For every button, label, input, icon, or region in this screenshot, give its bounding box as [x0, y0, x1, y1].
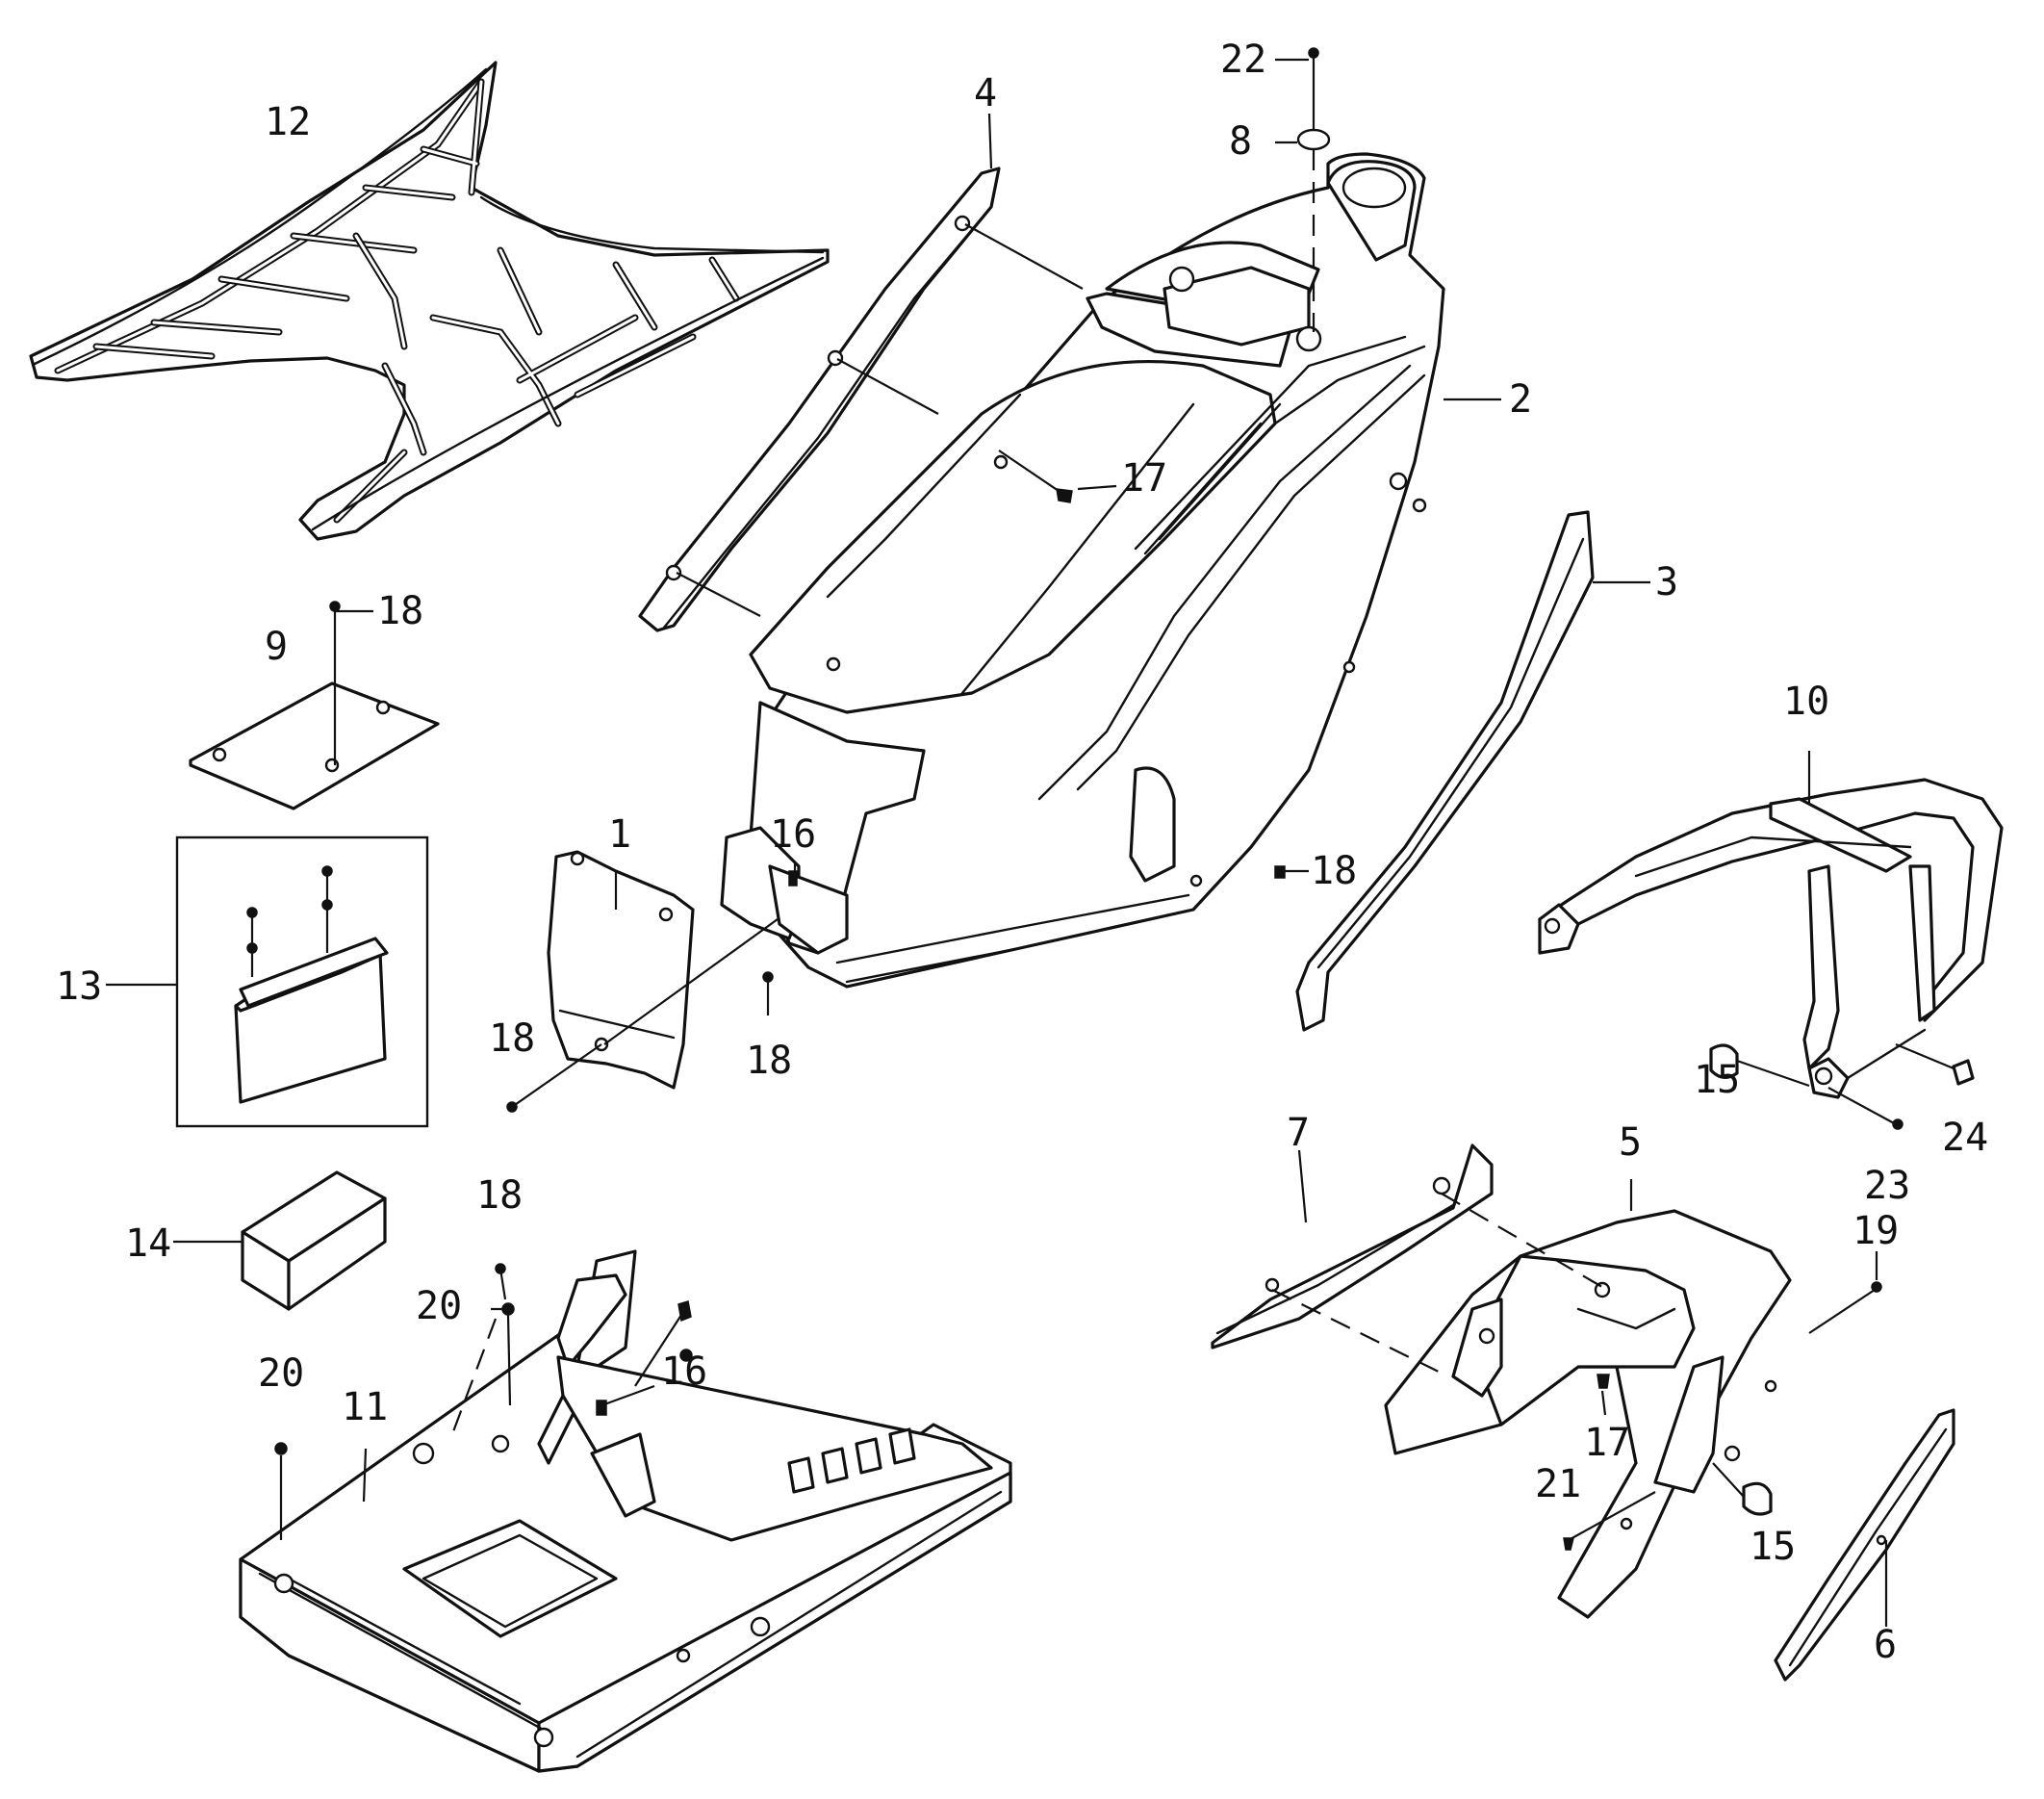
- callout-8: 8: [1229, 119, 1252, 164]
- part-13-battery-box: [175, 835, 429, 1128]
- part-7-left-rear-strip: [1211, 1144, 1494, 1349]
- callout-23: 23: [1864, 1164, 1910, 1208]
- callout-17-body: 17: [1121, 456, 1167, 501]
- callout-9: 9: [265, 625, 288, 669]
- callout-6: 6: [1874, 1623, 1897, 1667]
- part-1-front-panel: [547, 850, 695, 1090]
- callout-5: 5: [1619, 1120, 1642, 1165]
- part-10-rear-carrier: [1538, 778, 2004, 1099]
- callout-24: 24: [1942, 1116, 1988, 1160]
- callout-20-lower: 20: [258, 1351, 304, 1396]
- leader-lines: [106, 58, 1888, 1627]
- callout-11: 11: [342, 1385, 388, 1429]
- callout-numbers: 1 2 3 4 5 6 7 8 9 10 11 12 13 14 15 15 1…: [56, 38, 1988, 1667]
- callout-13: 13: [56, 964, 102, 1009]
- callout-20-upper: 20: [416, 1284, 462, 1328]
- callout-16-body: 16: [770, 812, 816, 857]
- callout-17-fender: 17: [1584, 1421, 1630, 1465]
- part-9-cover-plate: [189, 681, 440, 810]
- callout-19: 19: [1852, 1209, 1899, 1253]
- callout-10: 10: [1783, 680, 1829, 724]
- callout-18-floor: 18: [476, 1173, 523, 1218]
- callout-18-panel-left: 18: [489, 1016, 535, 1061]
- callout-7: 7: [1287, 1111, 1310, 1155]
- callout-1: 1: [608, 812, 631, 857]
- callout-15-rack: 15: [1694, 1058, 1740, 1102]
- callout-2: 2: [1509, 377, 1532, 422]
- part-6-right-rear-strip: [1774, 1408, 1955, 1682]
- part-3-right-trim-strip: [1295, 510, 1595, 1032]
- part-11-floor-panel: [239, 1249, 1012, 1773]
- callout-18-plate: 18: [377, 589, 423, 633]
- fasteners: [274, 47, 1975, 1551]
- callout-3: 3: [1655, 560, 1678, 604]
- callout-21: 21: [1535, 1462, 1581, 1506]
- part-5-rear-fender: [1384, 1209, 1792, 1619]
- callout-14: 14: [125, 1221, 171, 1266]
- callout-16-floor: 16: [661, 1349, 707, 1394]
- part-4-left-trim-strip: [638, 167, 1001, 632]
- callout-18-body: 18: [1311, 849, 1357, 893]
- callout-12: 12: [265, 100, 311, 144]
- callout-15-fender: 15: [1750, 1525, 1796, 1569]
- part-14-foam-block: [241, 1170, 387, 1311]
- part-2-main-body-cover: [720, 152, 1445, 989]
- callout-22: 22: [1220, 38, 1266, 82]
- callout-18-panel-right: 18: [746, 1039, 792, 1083]
- part-12-floor-mat: [29, 61, 830, 541]
- callout-4: 4: [974, 71, 997, 116]
